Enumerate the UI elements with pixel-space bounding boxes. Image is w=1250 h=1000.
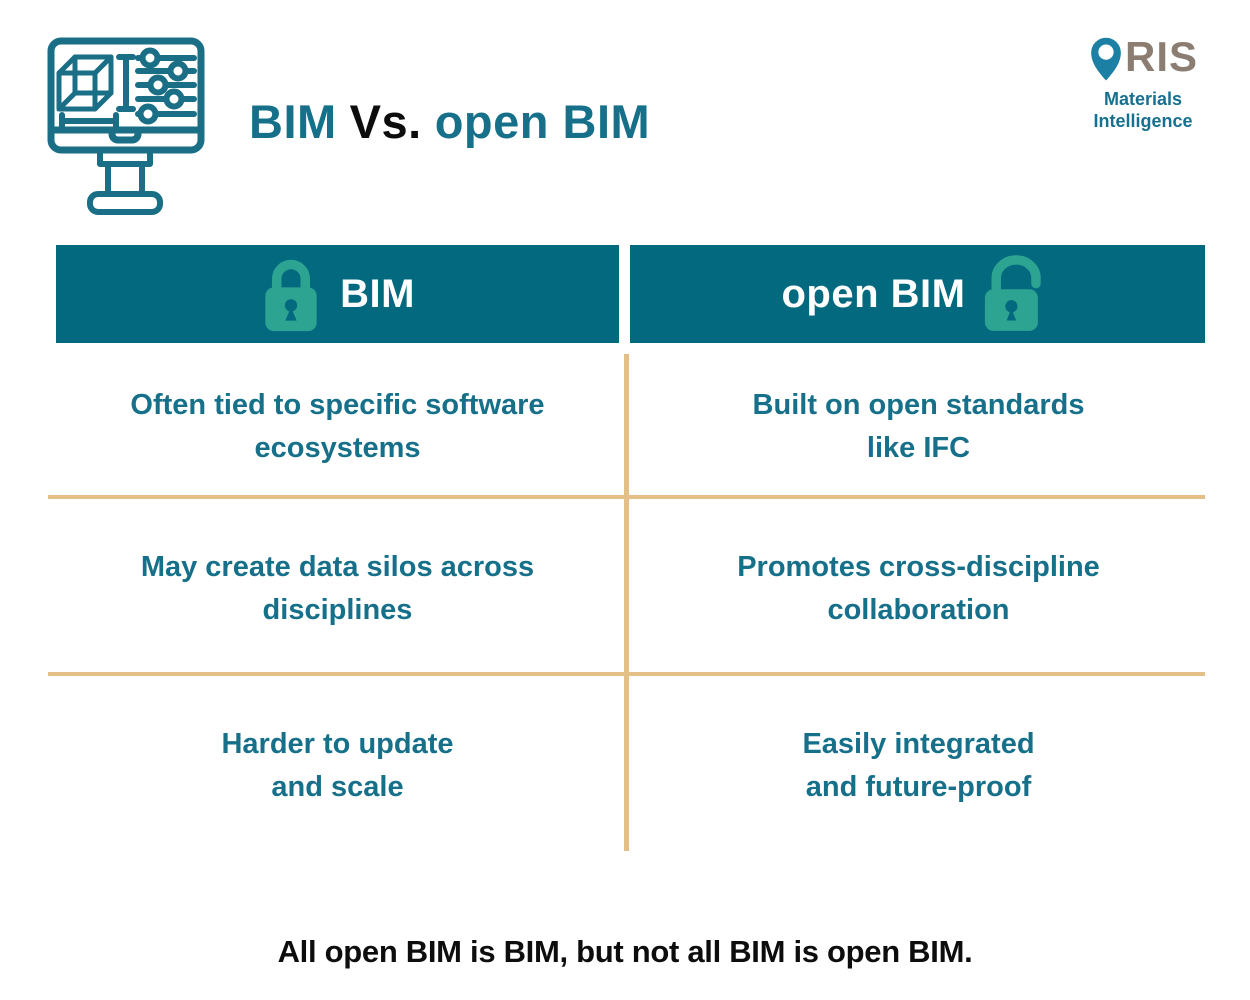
title-open-bim: open BIM xyxy=(434,95,651,148)
cell-open-bim-row-3: Easily integrated and future-proof xyxy=(802,728,1035,803)
sliders-icon xyxy=(135,47,197,125)
footer-statement: All open BIM is BIM, but not all BIM is … xyxy=(277,934,973,969)
row-divider-1 xyxy=(48,495,1205,499)
column-label-open-bim: open BIM xyxy=(781,271,966,316)
logo-ris-text: RIS xyxy=(1124,33,1198,80)
title-bim: BIM xyxy=(249,95,337,148)
column-header-bim: BIM xyxy=(56,245,619,343)
column-label-bim: BIM xyxy=(340,271,415,316)
cell-open-bim-row-2: Promotes cross-discipline collaboration xyxy=(737,551,1100,626)
open-padlock-icon xyxy=(985,255,1042,331)
monitor-stand-icon xyxy=(87,147,163,215)
oris-wordmark: RIS xyxy=(1078,34,1208,82)
bim-monitor-icon xyxy=(47,37,205,215)
cell-bim-row-2: May create data silos across disciplines xyxy=(140,551,535,626)
column-header-open-bim: open BIM xyxy=(630,245,1205,343)
cell-bim-row-3: Harder to update and scale xyxy=(221,728,454,803)
dimension-lines-icon xyxy=(59,54,136,130)
row-divider-2 xyxy=(48,672,1205,676)
closed-padlock-icon xyxy=(265,259,317,332)
logo-tagline: Materials Intelligence xyxy=(1093,89,1193,131)
column-divider xyxy=(624,354,629,851)
cell-bim-row-1: Often tied to specific software ecosyste… xyxy=(130,389,545,464)
title-vs: Vs. xyxy=(349,95,422,148)
map-pin-o-icon xyxy=(1091,37,1121,81)
cell-open-bim-row-1: Built on open standards like IFC xyxy=(752,389,1085,464)
cube-wireframe-icon xyxy=(56,54,114,112)
oris-logo: RIS Materials Intelligence xyxy=(1078,34,1208,132)
